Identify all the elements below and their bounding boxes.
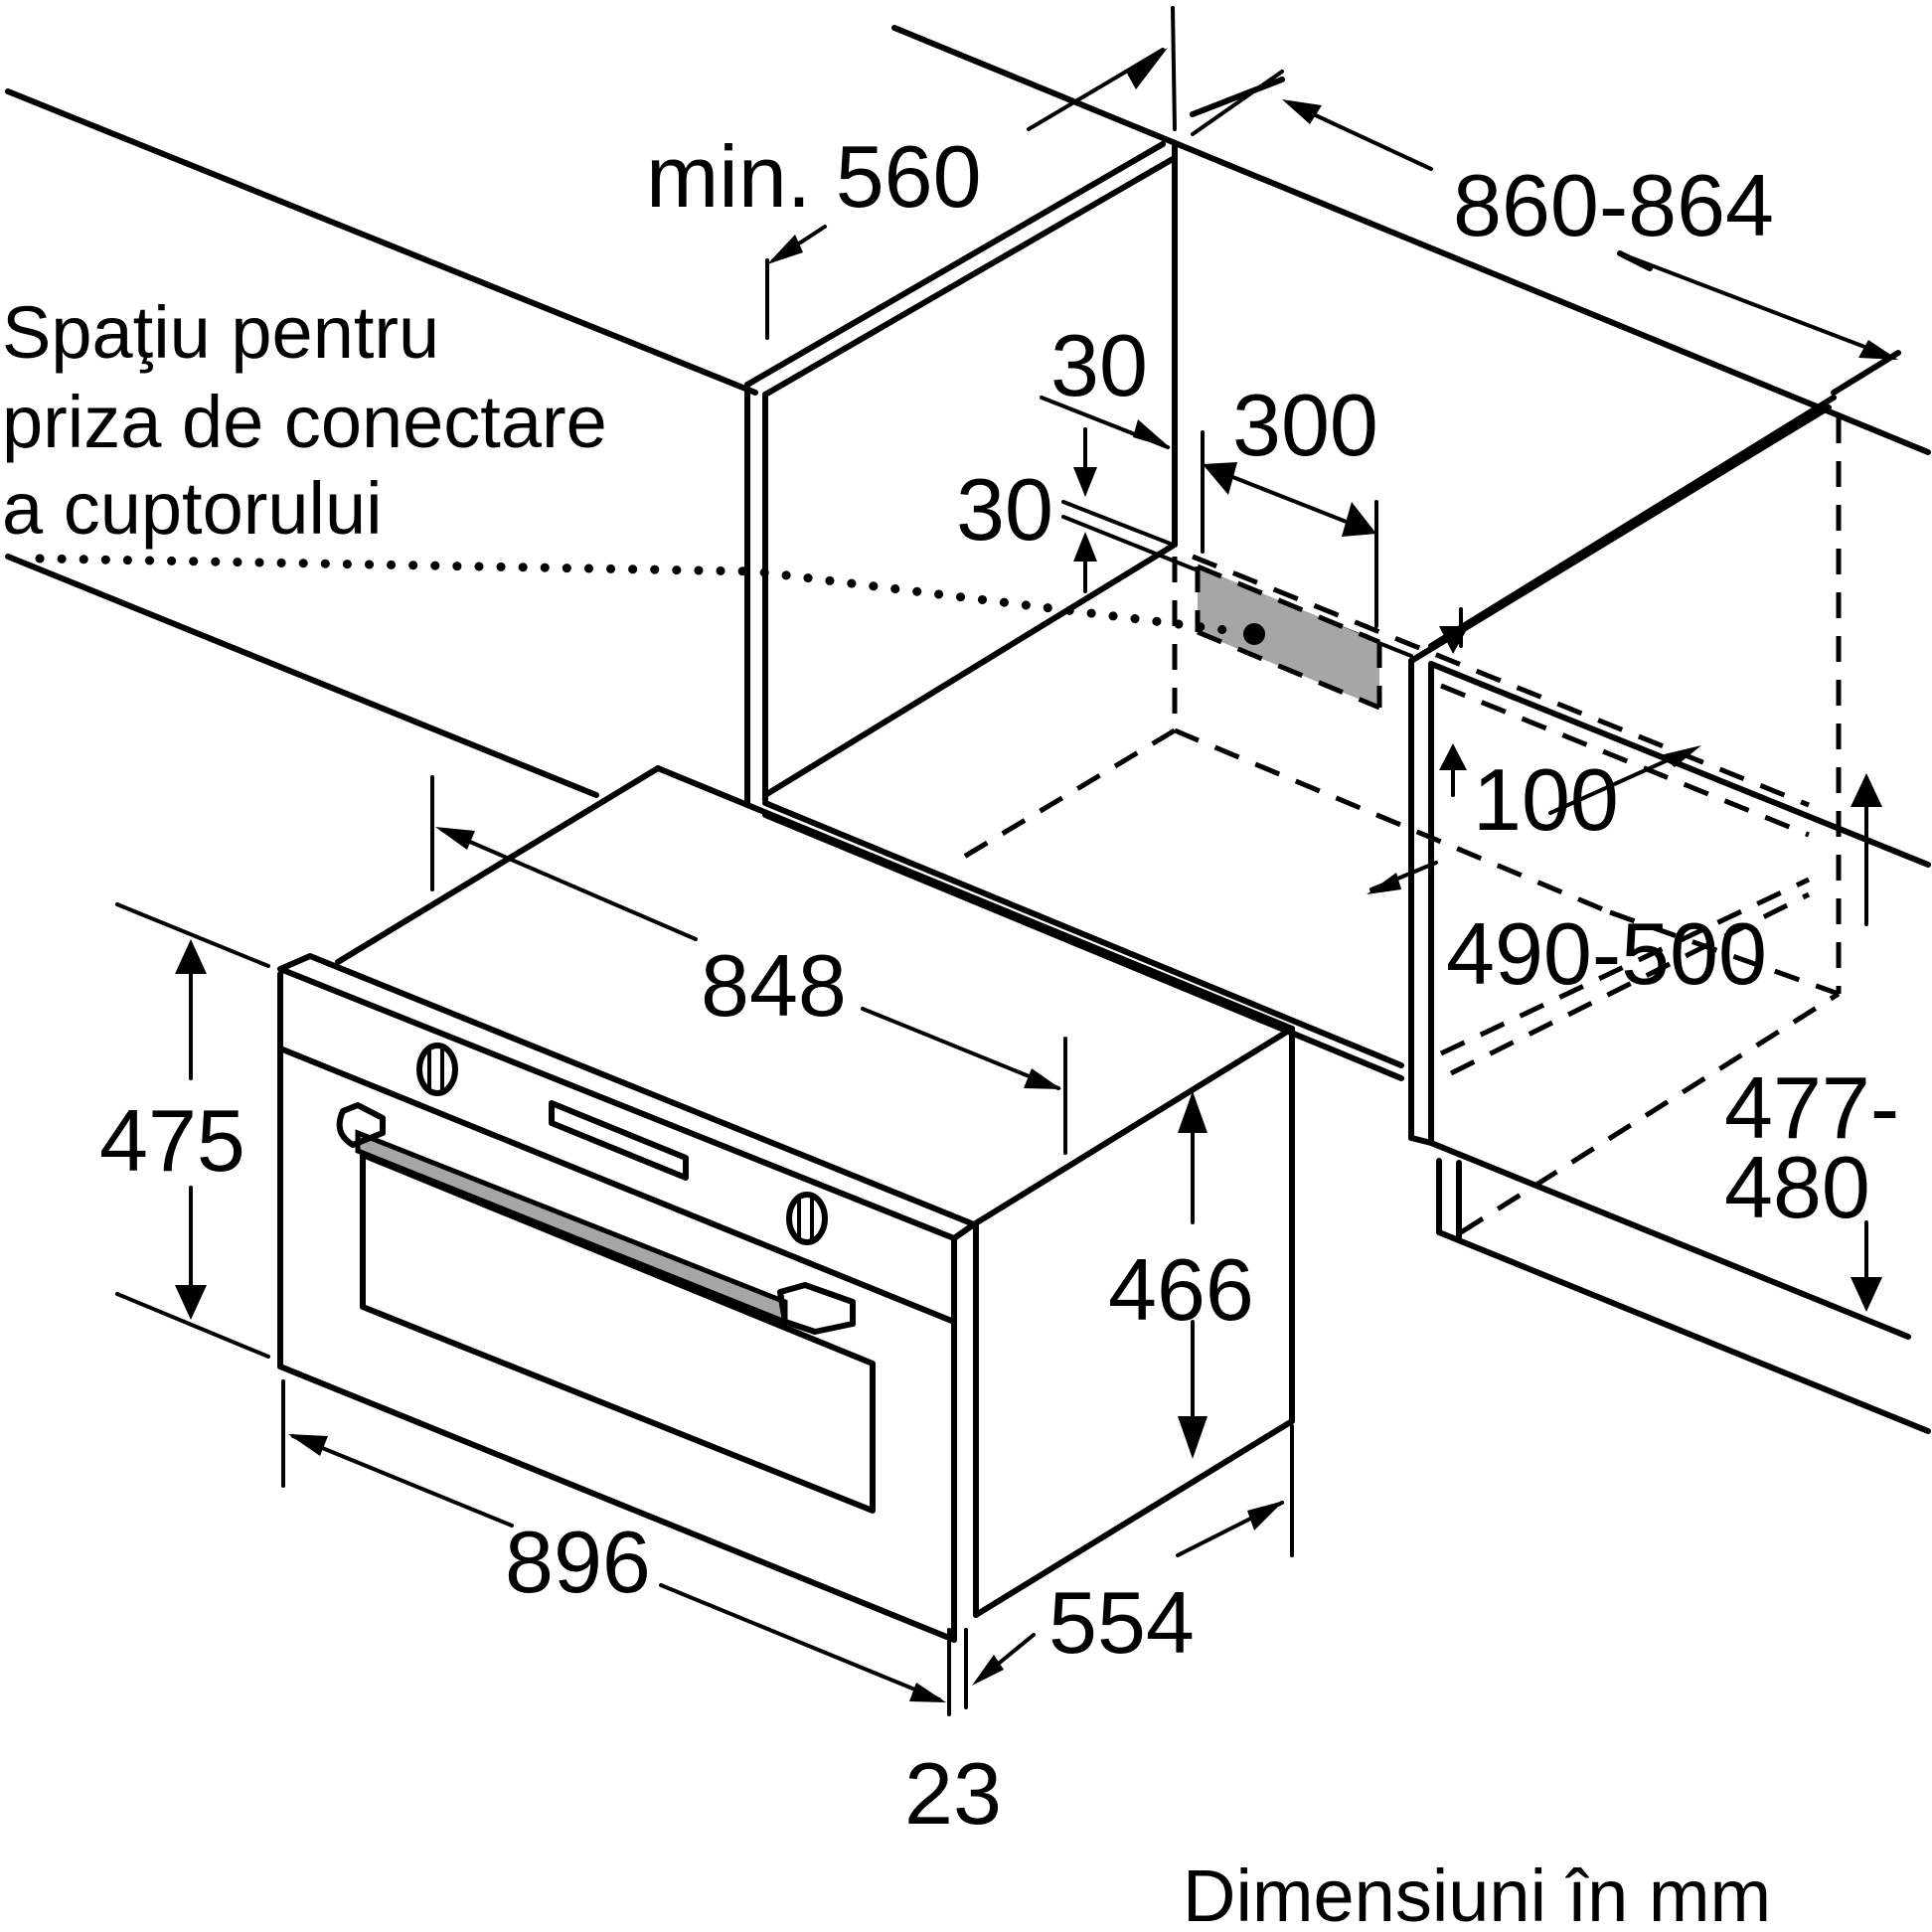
- dim-socket-width: 300: [1232, 376, 1378, 474]
- socket-marker-dot: [1243, 623, 1265, 645]
- dim-niche-depth: 490-500: [1446, 904, 1767, 1003]
- dim-niche-height-line1: 477-: [1724, 1058, 1899, 1157]
- cabinet-outline: [5, 6, 1931, 1434]
- dim-oven-front-height: 475: [99, 1091, 245, 1190]
- socket-area: [35, 554, 1382, 711]
- units-caption: Dimensiuni în mm: [1183, 1854, 1771, 1932]
- socket-leader-dotted: [35, 554, 1247, 637]
- dim-oven-front-width: 896: [505, 1513, 651, 1611]
- dim-shelf-gap: 100: [1473, 750, 1619, 849]
- dim-front-thickness: 23: [904, 1744, 1002, 1843]
- dim-oven-body-height: 466: [1108, 1240, 1254, 1339]
- note-line-1: Spaţiu pentru: [2, 291, 439, 374]
- dim-niche-height-line2: 480: [1724, 1138, 1870, 1236]
- dim-oven-depth: 554: [1048, 1573, 1195, 1672]
- dim-min-depth: min. 560: [646, 127, 982, 226]
- dimension-lines: [115, 48, 1898, 1716]
- dim-socket-offset-side: 30: [1050, 316, 1148, 414]
- oven-display: [549, 1100, 689, 1181]
- oven-door-handle: [336, 1102, 856, 1335]
- socket-area-shade: [1198, 566, 1379, 708]
- dim-socket-offset-top: 30: [956, 460, 1053, 559]
- note-line-2: priza de conectare: [2, 381, 607, 463]
- dim-niche-width: 860-864: [1453, 156, 1774, 254]
- oven: [277, 765, 1295, 1643]
- note-label: Spaţiu pentru priza de conectare a cupto…: [2, 291, 607, 550]
- note-line-3: a cuptorului: [2, 467, 383, 550]
- dim-oven-body-width: 848: [701, 936, 847, 1035]
- oven-knob-left: [416, 1043, 458, 1096]
- oven-knob-right: [786, 1192, 828, 1245]
